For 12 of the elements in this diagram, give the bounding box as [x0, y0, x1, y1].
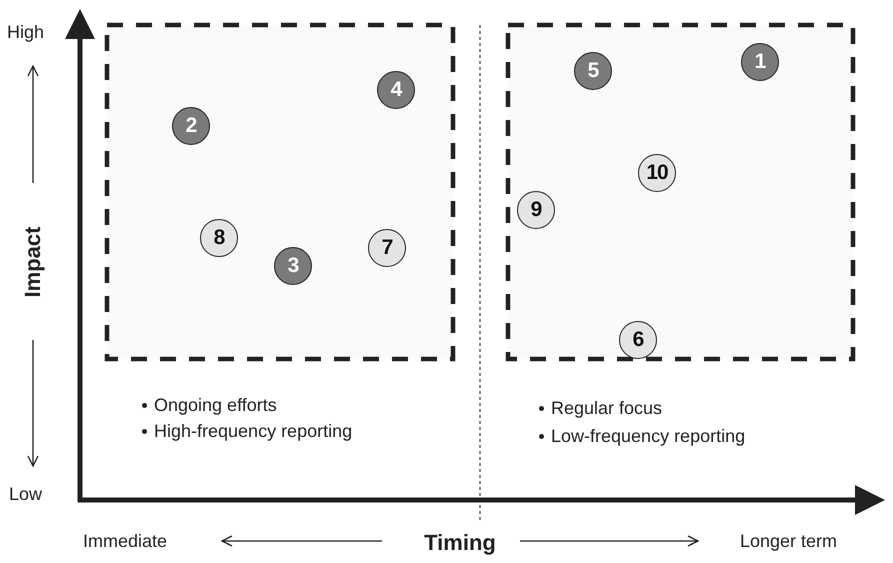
axis-end-label: Immediate	[83, 531, 168, 551]
axis-title: Timing	[424, 530, 496, 556]
axis-end-label: High	[7, 22, 44, 42]
dashed-box	[508, 25, 853, 359]
axis-end-label: Low	[9, 484, 42, 504]
axis-title: Impact	[20, 226, 46, 298]
axis-end-label: Longer term	[740, 531, 838, 551]
bullet-item: Low-frequency reporting	[551, 426, 746, 446]
bullet-item: Ongoing efforts	[154, 395, 277, 415]
bullet-item: High-frequency reporting	[154, 421, 352, 441]
dashed-box	[107, 25, 453, 359]
bullet-item: Regular focus	[551, 398, 662, 418]
